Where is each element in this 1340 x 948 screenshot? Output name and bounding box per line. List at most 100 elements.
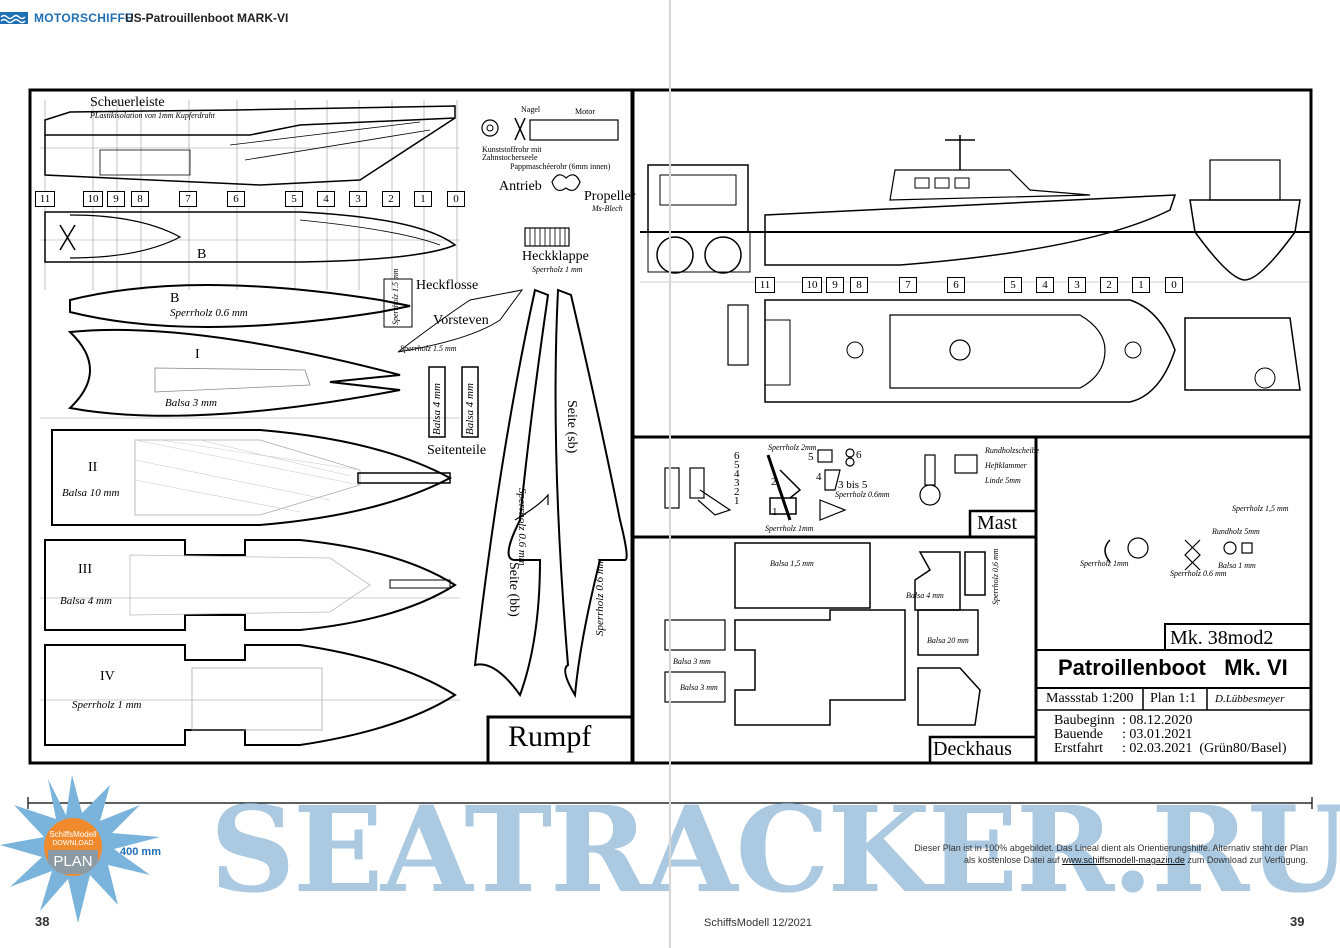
seite-sb-label: Seite (sb) — [564, 400, 579, 454]
station-box: 2 — [382, 191, 400, 207]
part-iii-name: III — [78, 562, 92, 577]
ms-blech-label: Ms-Blech — [592, 204, 623, 213]
mast-numbers: 6 5 4 3 2 1 — [734, 451, 740, 507]
station-box: 6 — [227, 191, 245, 207]
titleblock-massstab: Massstab 1:200 — [1046, 691, 1134, 706]
deckhaus-title: Deckhaus — [933, 738, 1012, 760]
detail-rundholz: Rundholz 5mm — [1212, 527, 1260, 536]
erstfahrt-value: : 02.03.2021 (Grün80/Basel) — [1122, 741, 1287, 756]
seitenteil-material-a: Balsa 4 mm — [431, 383, 443, 435]
erstfahrt-label: Erstfahrt — [1054, 741, 1103, 756]
baubeginn-label: Baubeginn — [1054, 713, 1115, 728]
vorsteven-material: Sperrholz 1.5 mm — [400, 344, 457, 353]
part-iv-material: Sperrholz 1 mm — [72, 699, 142, 711]
deckhaus-balsa15: Balsa 1,5 mm — [770, 559, 814, 568]
mast-sperr2: Sperrholz 2mm — [768, 443, 817, 452]
mast-part-5: 5 — [808, 451, 814, 463]
watermark: SEATRACKER.RU — [210, 780, 1340, 919]
mast-3bis5: 3 bis 5 — [838, 479, 868, 491]
part-b-label: B — [197, 247, 207, 262]
mast-num: 5 — [734, 459, 740, 471]
deckhaus-balsa3a: Balsa 3 mm — [673, 657, 711, 666]
seite-bb-label: Seite (bb) — [506, 562, 521, 617]
bauende-label: Bauende — [1054, 727, 1103, 742]
station-box: 1 — [1132, 277, 1150, 293]
part-i-material: Balsa 3 mm — [165, 397, 217, 409]
note-line-2: als kostenlose Datei auf www.schiffsmode… — [914, 854, 1308, 866]
magazine-link[interactable]: www.schiffsmodell-magazin.de — [1062, 855, 1185, 865]
rumpf-title: Rumpf — [508, 720, 592, 753]
station-box: 7 — [179, 191, 197, 207]
part-ii-name: II — [88, 460, 98, 475]
detail-balsa1: Balsa 1 mm — [1218, 561, 1256, 570]
station-box: 3 — [349, 191, 367, 207]
detail-sperr15: Sperrholz 1,5 mm — [1232, 504, 1289, 513]
seitenteile-label: Seitenteile — [427, 443, 487, 458]
titleblock-name: Patroillenboot Mk. VI — [1058, 655, 1288, 680]
mast-title: Mast — [977, 512, 1017, 534]
station-box: 10 — [83, 191, 103, 207]
part-iv-name: IV — [100, 669, 115, 684]
badge-plan: PLAN — [48, 850, 98, 874]
deckhaus-balsa20: Balsa 20 mm — [927, 636, 969, 645]
scheuer-note: PLastikisolation von 1mm Kupferdraht — [90, 111, 215, 120]
pappmasche-label: Pappmaschéerohr (6mm innen) — [510, 162, 611, 171]
badge-download: DOWNLOAD — [52, 840, 94, 847]
bauende-value: : 03.01.2021 — [1122, 727, 1193, 742]
deckhaus-sperr06: Sperrholz 0,6 mm — [991, 548, 1000, 605]
section-label: MOTORSCHIFFE — [34, 11, 134, 25]
vorsteven-label: Vorsteven — [433, 313, 489, 328]
station-box: 11 — [35, 191, 55, 207]
station-box: 6 — [947, 277, 965, 293]
nagel-label: Nagel — [521, 105, 541, 114]
note-line-1: Dieser Plan ist in 100% abgebildet. Das … — [914, 843, 1308, 853]
station-box: 4 — [1036, 277, 1054, 293]
ruler-length: 400 mm — [120, 846, 161, 858]
seitenteil-material-b: Balsa 4 mm — [464, 383, 476, 435]
mast-part-1: 1 — [772, 506, 778, 518]
badge-brand: SchiffsModell — [49, 830, 97, 839]
heckflosse-label: Heckflosse — [416, 278, 479, 293]
deckhaus-balsa4: Balsa 4 mm — [906, 591, 944, 600]
detail-sperr1: Sperrholz 1mm — [1080, 559, 1129, 568]
station-box: 3 — [1068, 277, 1086, 293]
part-ii-material: Balsa 10 mm — [62, 487, 120, 499]
station-box: 9 — [107, 191, 125, 207]
mast-rundholz: Rundholzscheibe — [985, 446, 1040, 455]
station-box: 4 — [317, 191, 335, 207]
heckklappe-label: Heckklappe — [522, 249, 589, 264]
mast-linde: Linde 5mm — [985, 476, 1021, 485]
titleblock-author: D.Lübbesmeyer — [1215, 693, 1285, 705]
mast-part-6: 6 — [856, 449, 862, 461]
mast-num: 1 — [734, 495, 740, 507]
magazine-issue: SchiffsModell 12/2021 — [704, 917, 813, 929]
article-title: US-Patrouillenboot MARK-VI — [125, 11, 289, 25]
mast-num: 4 — [734, 468, 740, 480]
page-number-left: 38 — [35, 914, 50, 929]
heckflosse-material: Sperrholz 1.5 mm — [391, 268, 400, 325]
station-box: 11 — [755, 277, 775, 293]
download-plan-badge[interactable]: SchiffsModell DOWNLOAD PLAN — [44, 818, 102, 876]
kunststoff-label: Kunststoffrohr mit Zahnstocherseele — [482, 145, 542, 162]
note-suffix: zum Download zur Verfügung. — [1184, 855, 1308, 865]
part-b-material: Sperrholz 0.6 mm — [170, 307, 248, 319]
station-box: 1 — [414, 191, 432, 207]
station-box: 8 — [850, 277, 868, 293]
titleblock-plan: Plan 1:1 — [1150, 691, 1197, 706]
station-box: 5 — [285, 191, 303, 207]
antrieb-label: Antrieb — [499, 179, 542, 194]
page-number-right: 39 — [1290, 914, 1305, 929]
baubeginn-value: : 08.12.2020 — [1122, 713, 1193, 728]
deckhaus-balsa3b: Balsa 3 mm — [680, 683, 718, 692]
part-i-name: I — [195, 347, 200, 362]
mast-part-4: 4 — [816, 471, 822, 483]
station-box: 10 — [802, 277, 822, 293]
propeller-label: Propeller — [584, 189, 636, 204]
note-prefix: als kostenlose Datei auf — [963, 855, 1063, 865]
station-box: 7 — [899, 277, 917, 293]
station-box: 0 — [1165, 277, 1183, 293]
waves-icon — [0, 12, 28, 24]
station-box: 8 — [131, 191, 149, 207]
page-fold — [669, 0, 671, 948]
